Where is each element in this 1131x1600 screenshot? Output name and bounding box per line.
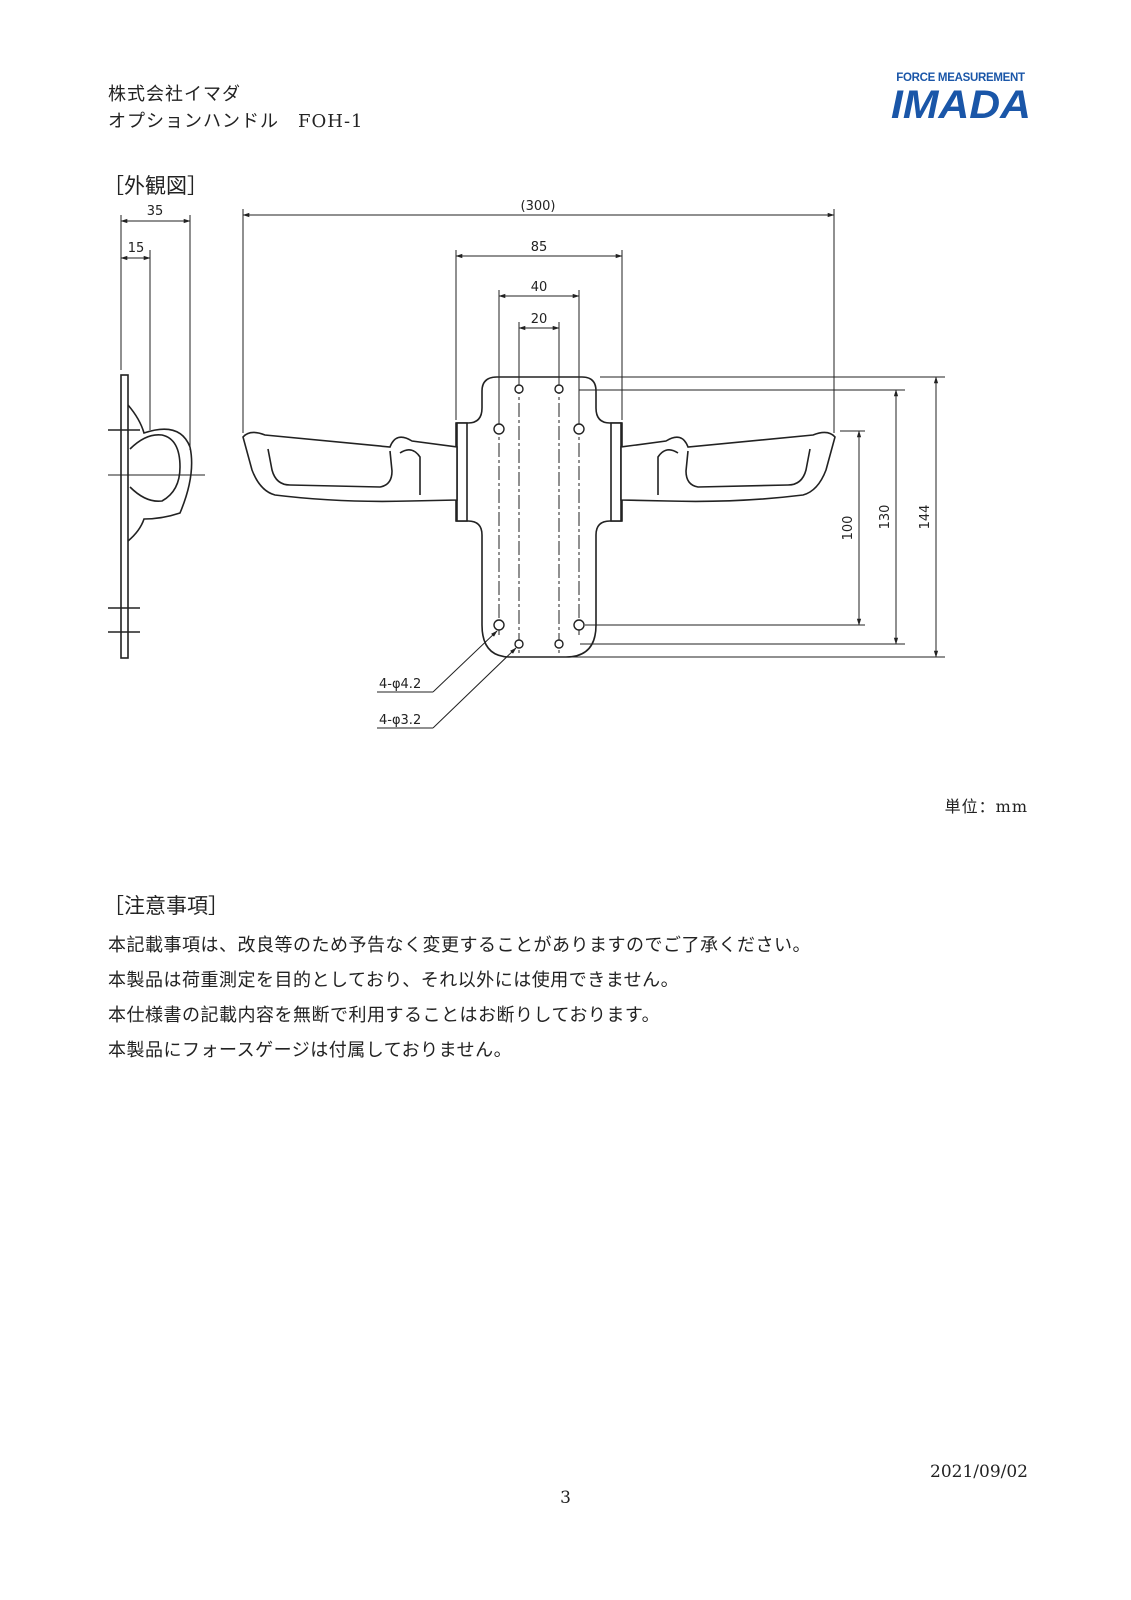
left-handle xyxy=(242,431,458,503)
note-item: 本記載事項は、改良等のため予告なく変更することがありますのでご了承ください。 xyxy=(108,935,811,956)
page-number: 3 xyxy=(560,1488,571,1508)
center-lines xyxy=(498,380,580,655)
note-item: 本製品は荷重測定を目的としており、それ以外には使用できません。 xyxy=(108,970,680,991)
product-name: オプションハンドル FOH-1 xyxy=(108,111,364,132)
logo-tagline: FORCE MEASUREMENT xyxy=(896,72,1025,84)
note-item: 本仕様書の記載内容を無断で利用することはお断りしております。 xyxy=(108,1005,661,1026)
document-date: 2021/09/02 xyxy=(930,1462,1028,1482)
leader-lines xyxy=(377,630,517,729)
dim-grip-span: 85 xyxy=(531,240,548,255)
technical-drawing: 35 15 (300) 85 40 20 100 130 144 4-φ4.2 … xyxy=(108,199,945,729)
note-item: 本製品にフォースゲージは付属しておりません。 xyxy=(108,1040,513,1061)
company-name: 株式会社イマダ xyxy=(108,84,241,105)
extension-lines xyxy=(242,209,945,658)
dim-hole-span-outer: 40 xyxy=(531,280,548,295)
dim-overall-width: (300) xyxy=(521,199,556,214)
unit-label: 単位：mm xyxy=(944,797,1028,816)
imada-logo: FORCE MEASUREMENT IMADA xyxy=(888,72,1033,124)
dim-height-144: 144 xyxy=(918,505,933,530)
right-handle xyxy=(620,431,836,503)
side-view xyxy=(108,215,205,659)
notes-list: 本記載事項は、改良等のため予告なく変更することがありますのでご了承ください。 本… xyxy=(108,928,811,1068)
dimension-lines xyxy=(242,212,939,658)
logo-wordmark: IMADA xyxy=(891,86,1031,122)
dim-height-130: 130 xyxy=(878,505,893,530)
logo-brand: IMADA xyxy=(891,86,1031,122)
dim-height-100: 100 xyxy=(841,516,856,541)
dim-side-offset: 15 xyxy=(128,241,145,256)
drawing-title: ［外観図］ xyxy=(103,174,208,198)
callout-small-holes: 4-φ3.2 xyxy=(379,713,421,728)
notes-title: ［注意事項］ xyxy=(103,894,229,918)
callout-large-holes: 4-φ4.2 xyxy=(379,677,421,692)
holes xyxy=(493,384,585,649)
dim-hole-span-inner: 20 xyxy=(531,312,548,327)
mounting-plate xyxy=(455,376,623,658)
dim-side-width: 35 xyxy=(147,204,164,219)
